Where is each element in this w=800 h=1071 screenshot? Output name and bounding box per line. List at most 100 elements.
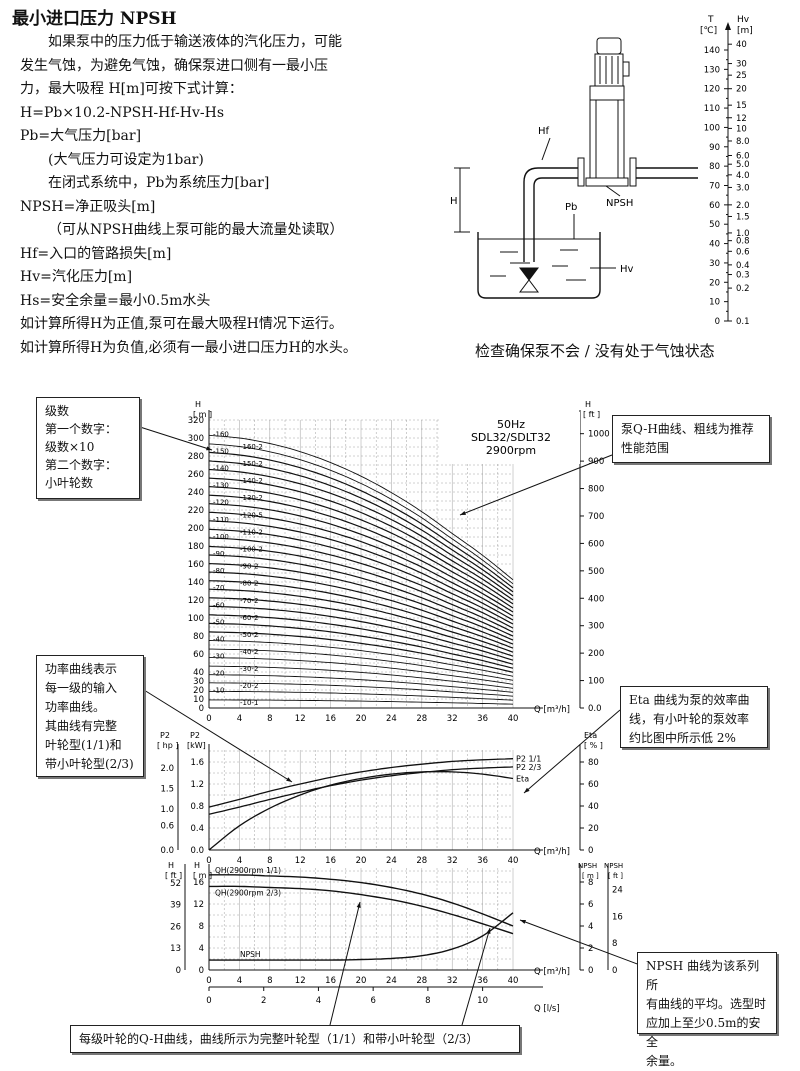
- intro-line: 发生气蚀，为避免气蚀，确保泵进口侧有一最小压: [20, 57, 328, 74]
- qh-curve-label: -150: [213, 447, 229, 455]
- n-y3-tick: 0: [612, 966, 617, 976]
- hv-tick-label: 30: [736, 60, 747, 70]
- t-tick-label: 80: [709, 162, 720, 172]
- note-eta: Eta 曲线为泵的效率曲 线，有小叶轮的泵效率 约比图中所示低 2%: [620, 686, 768, 748]
- leader-line: [329, 901, 361, 1026]
- qh-curve: [208, 486, 514, 605]
- qh-y-tick: 80: [193, 632, 204, 642]
- note-line: 性能范围: [621, 441, 670, 455]
- qh-curve: [208, 554, 514, 637]
- p-curve: [208, 758, 514, 808]
- qh-curve-label: -120-5: [240, 511, 263, 519]
- qh-curve-label: -160: [213, 430, 229, 438]
- p-curve: [208, 766, 514, 815]
- qh-curve-label: -130: [213, 482, 229, 490]
- label-hf: Hf: [538, 126, 550, 137]
- qh-y2-tick: 600: [588, 539, 604, 549]
- qh-curve: [208, 614, 514, 665]
- hv-tick-label: 1.5: [736, 212, 750, 222]
- p-x-tick: 16: [325, 856, 336, 866]
- p-x-tick: 4: [237, 856, 242, 866]
- qh-x-tick: 0: [206, 714, 211, 724]
- note-qh: 泵Q-H曲线、粗线为推荐 性能范围: [612, 415, 770, 463]
- n-y3-tick: 16: [612, 912, 623, 922]
- t-tick-label: 90: [709, 143, 720, 153]
- note-line: 约比图中所示低 2%: [629, 731, 736, 745]
- qh-y-tick: 280: [188, 452, 204, 462]
- hv-tick-label: 12: [736, 114, 747, 124]
- qh-x-tick: 16: [325, 714, 336, 724]
- qh-curve: [209, 690, 514, 701]
- p-yalt-tick: 1.0: [160, 805, 174, 815]
- qh-curve-label: -80: [213, 567, 224, 575]
- qh-curve-label: -10-1: [240, 699, 258, 707]
- qh-curve: [208, 434, 514, 581]
- t-tick-label: 70: [709, 182, 720, 192]
- p-x-tick: 28: [416, 856, 427, 866]
- qh-subtitle-model: SDL32/SDLT32: [471, 431, 551, 444]
- t-tick-label: 110: [704, 104, 720, 114]
- t-tick-label: 40: [709, 240, 720, 250]
- intro-line: 在闭式系统中，Pb为系统压力[bar]: [48, 175, 270, 191]
- n-y3label-unit: [ ft ]: [608, 872, 623, 880]
- qh-x-tick: 12: [295, 714, 306, 724]
- p-y2-tick: 20: [588, 824, 599, 834]
- n-y3-tick: 8: [612, 939, 617, 949]
- n-x2-tick: 8: [425, 996, 430, 1006]
- note-line: Eta 曲线为泵的效率曲: [629, 693, 750, 707]
- n-y-tick: 12: [193, 900, 204, 910]
- qh-curve-label: -100: [213, 533, 229, 541]
- n-yalt-tick: 52: [170, 879, 181, 889]
- leader-line: [523, 709, 621, 794]
- hv-tick-label: 10: [736, 124, 747, 134]
- leader-arrow: [524, 787, 530, 793]
- note-line: 有曲线的平均。选型时: [646, 997, 767, 1011]
- p-y2-tick: 60: [588, 780, 599, 790]
- qh-curve-label: -40-2: [240, 648, 258, 656]
- qh-curve: [209, 699, 514, 705]
- n-y2-tick: 8: [588, 878, 593, 888]
- qh-y2label: H: [585, 400, 591, 409]
- n-x-tick: 32: [447, 976, 458, 986]
- hv-tick-label: 15: [736, 101, 747, 111]
- intro-line: Pb=大气压力[bar]: [20, 128, 142, 144]
- p-y-tick: 1.2: [190, 780, 204, 790]
- qh-y-tick: 220: [188, 506, 204, 516]
- qh-curve-label: -10: [213, 686, 224, 694]
- qh-ylabel: H: [195, 400, 201, 409]
- hv-tick-label: 1.0: [736, 229, 750, 239]
- p-x-tick: 40: [508, 856, 519, 866]
- qh-curve: [208, 545, 514, 633]
- qh-curve-label: -20-2: [240, 682, 258, 690]
- qh-curve: [208, 665, 514, 689]
- n-y2label-unit: [ m ]: [582, 872, 599, 880]
- p-x-tick: 20: [356, 856, 367, 866]
- qh-y2-tick: 800: [588, 485, 604, 495]
- intro-line: 如计算所得H为负值,必须有一最小进口压力H的水头。: [20, 339, 357, 356]
- t-unit-bracket: [℃]: [700, 26, 717, 36]
- n-x-tick: 8: [267, 976, 272, 986]
- note-line: 每一级的输入: [45, 681, 118, 695]
- hv-tick-label: 40: [736, 40, 747, 50]
- t-tick-label: 0: [715, 317, 720, 327]
- p-yalt-tick: 2.0: [160, 764, 174, 774]
- p-x-tick: 24: [386, 856, 397, 866]
- note-line: 级数×10: [45, 440, 95, 454]
- qh-chart: -10-1-10-20-2-20-30-2-30-40-2-40-50-2-50…: [188, 400, 610, 724]
- qh-curve: [208, 622, 514, 669]
- n-y2-tick: 4: [588, 922, 593, 932]
- qh-x-tick: 20: [356, 714, 367, 724]
- n-curve: [208, 874, 514, 927]
- leader-arrow: [286, 777, 292, 782]
- p-y2label-unit: [ % ]: [584, 741, 603, 750]
- qh-curve: [208, 468, 514, 597]
- note-line: 余量。: [646, 1054, 683, 1068]
- qh-y2-tick: 0.0: [588, 704, 602, 714]
- label-pb: Pb: [565, 202, 577, 213]
- temperature-vapour-scale: T [℃] Hv [m] 140130120110100908070605040…: [700, 15, 753, 327]
- n-curve: [209, 912, 514, 961]
- n-x-tick: 36: [477, 976, 488, 986]
- n-y-tick: 16: [193, 878, 204, 888]
- qh-y2-tick: 500: [588, 567, 604, 577]
